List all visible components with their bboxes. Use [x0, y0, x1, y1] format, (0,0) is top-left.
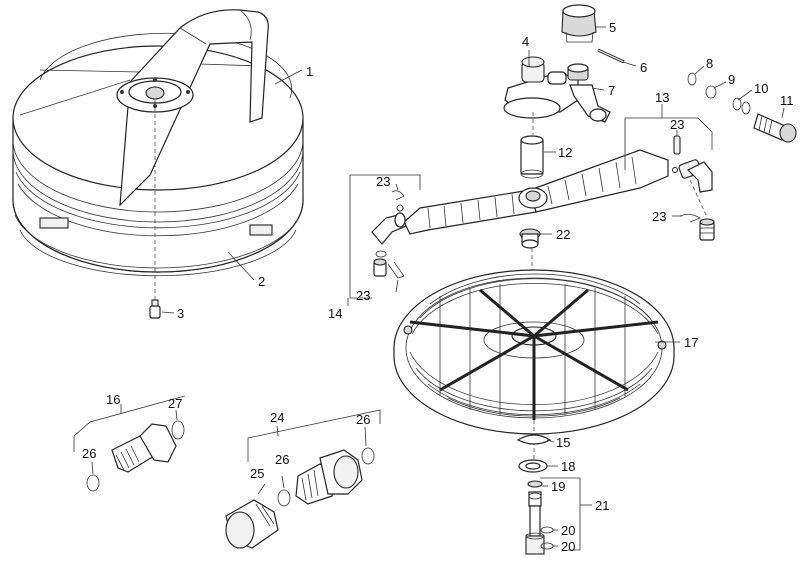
- callout-8: 8: [706, 56, 713, 71]
- callout-9: 9: [728, 72, 735, 87]
- o-ring-part-26-right: [361, 447, 375, 465]
- o-ring-part-19: [528, 492, 542, 500]
- o-ring-part-26-left: [86, 474, 100, 492]
- spray-arm: [403, 149, 669, 235]
- callout-13: 13: [655, 90, 669, 105]
- callout-26-left: 26: [82, 446, 96, 461]
- callout-26-middle: 26: [275, 452, 289, 467]
- swivel-body-part-4: [503, 56, 579, 135]
- screw-part-3: [149, 299, 161, 319]
- connector-part-11: [753, 113, 797, 143]
- callout-labels: 1 2 3 4 5 6 7 8 9 10 11 12 13 14 15 16 1…: [82, 20, 794, 554]
- callout-3: 3: [177, 306, 184, 321]
- callout-11: 11: [780, 93, 794, 108]
- callout-15: 15: [556, 435, 570, 450]
- housing-cover-part-1: [12, 9, 304, 273]
- callout-5: 5: [609, 20, 616, 35]
- callout-25: 25: [250, 466, 264, 481]
- callout-23-top-left: 23: [376, 174, 390, 189]
- leader-lines: [73, 26, 785, 551]
- callout-16: 16: [106, 392, 120, 407]
- callout-22: 22: [556, 227, 570, 242]
- callout-19: 19: [551, 479, 565, 494]
- callout-12: 12: [558, 145, 572, 160]
- o-ring-part-9: [705, 85, 717, 99]
- o-ring-part-27: [171, 420, 185, 440]
- callout-17: 17: [684, 335, 698, 350]
- nozzle-part-right: [699, 218, 715, 241]
- callout-6: 6: [640, 60, 647, 75]
- elbow-part-7: [567, 63, 611, 123]
- retaining-clip-part-15: [516, 434, 552, 445]
- callout-10: 10: [754, 81, 768, 96]
- callout-7: 7: [608, 83, 615, 98]
- nozzle-assembly-part-14: [371, 190, 407, 279]
- callout-20-upper: 20: [561, 523, 575, 538]
- o-ring-part-10: [732, 97, 751, 115]
- cap-part-5: [561, 4, 597, 43]
- callout-26-right: 26: [356, 412, 370, 427]
- rotor-disc-part-17: [393, 269, 675, 435]
- callout-24: 24: [270, 410, 284, 425]
- callout-1: 1: [306, 64, 313, 79]
- o-ring-part-26-middle: [277, 489, 291, 507]
- shaft-part-21: [525, 480, 545, 555]
- callout-2: 2: [258, 274, 265, 289]
- bushing-part-22: [519, 228, 541, 249]
- callout-20-lower: 20: [561, 539, 575, 554]
- clip-part-23-right: [679, 214, 701, 223]
- sleeve-part-12: [520, 135, 544, 179]
- callout-27: 27: [168, 396, 182, 411]
- callout-14: 14: [328, 306, 342, 321]
- coupling-part-24: [295, 449, 363, 505]
- pin-part-6: [597, 48, 625, 64]
- knob-part-25: [225, 499, 279, 549]
- callout-23-bottom-left: 23: [356, 288, 370, 303]
- o-ring-part-8: [687, 72, 697, 86]
- housing-ring-part-2: [14, 214, 301, 277]
- callout-23-right: 23: [652, 209, 666, 224]
- callout-21: 21: [595, 498, 609, 513]
- nozzle-assembly-part-13: [672, 135, 713, 216]
- callout-23-top-right: 23: [670, 117, 684, 132]
- callout-4: 4: [522, 34, 529, 49]
- callout-18: 18: [561, 459, 575, 474]
- adapter-part-16: [111, 423, 177, 473]
- ring-part-18: [518, 459, 548, 473]
